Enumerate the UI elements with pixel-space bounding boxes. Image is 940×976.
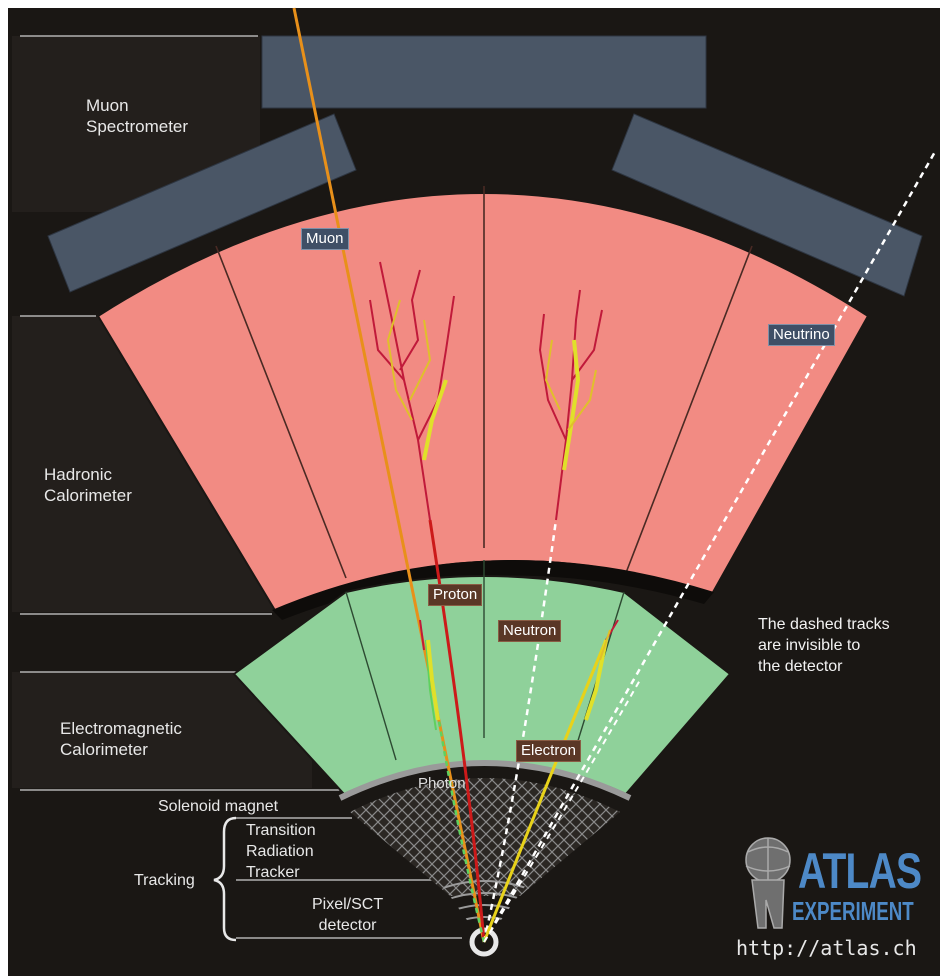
invisible-tracks-note: The dashed tracks are invisible to the d… xyxy=(758,614,890,677)
particle-label-muon: Muon xyxy=(301,228,349,250)
particle-label-photon: Photon xyxy=(414,774,470,794)
particle-label-neutron: Neutron xyxy=(498,620,561,642)
label-electromagnetic-calorimeter: Electromagnetic Calorimeter xyxy=(60,718,182,760)
particle-label-neutrino: Neutrino xyxy=(768,324,835,346)
label-hadronic-calorimeter: Hadronic Calorimeter xyxy=(44,464,132,506)
muon-chamber-top xyxy=(262,36,706,108)
label-pixel-sct-detector: Pixel/SCT detector xyxy=(312,894,383,936)
atlas-logo-text: ATLAS xyxy=(798,842,921,900)
label-tracking: Tracking xyxy=(134,870,195,891)
atlas-url[interactable]: http://atlas.ch xyxy=(736,936,917,960)
label-transition-radiation-tracker: Transition Radiation Tracker xyxy=(246,820,316,883)
label-muon-spectrometer: Muon Spectrometer xyxy=(86,95,188,137)
particle-label-proton: Proton xyxy=(428,584,482,606)
label-solenoid-magnet: Solenoid magnet xyxy=(158,796,278,817)
particle-label-electron: Electron xyxy=(516,740,581,762)
atlas-logo-subtitle: EXPERIMENT xyxy=(792,896,914,927)
